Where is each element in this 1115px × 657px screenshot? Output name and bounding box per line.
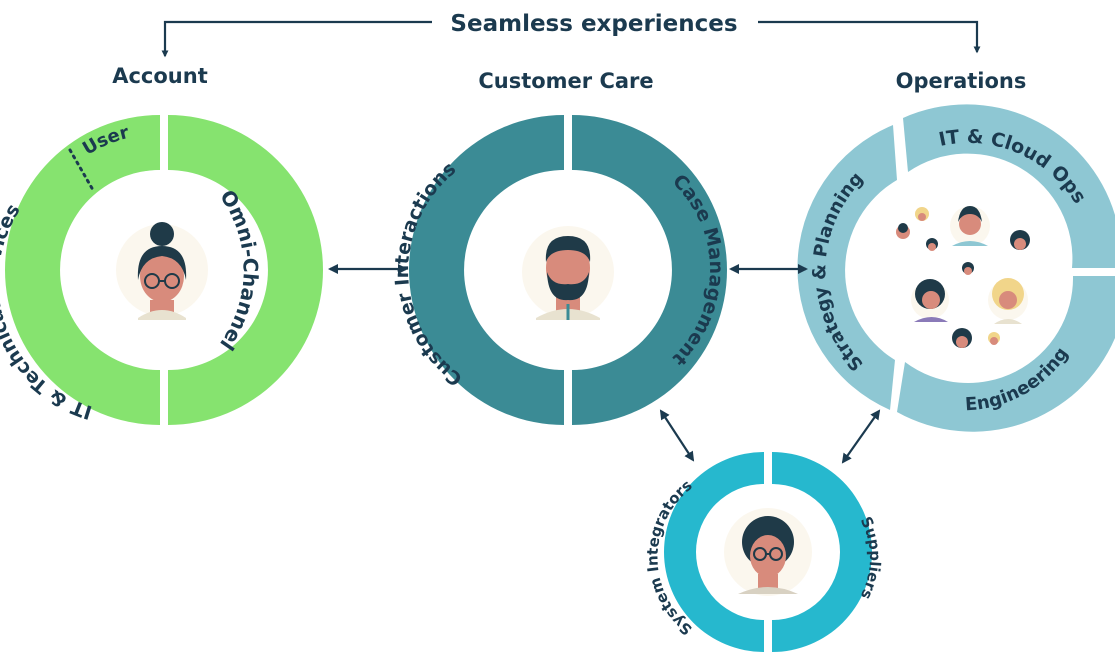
account-right-ring [168,115,323,425]
care-right-ring [572,115,727,425]
operations-circle: IT & Cloud Ops Strategy & Planning Engin… [797,104,1115,432]
account-left-ring [5,115,160,425]
team-member-icon [915,207,929,221]
seamless-experiences-connector [161,20,981,58]
system-integrators-ring [664,452,764,652]
ops-engineering-ring [897,276,1115,432]
customer-care-circle: Customer Interactions Case Management [391,115,727,425]
team-member-icon [1010,230,1030,250]
ops-itcloud-ring [903,104,1115,268]
user-divider [68,148,95,192]
account-circle: User Omni-Channel IT & Technical Service… [0,115,323,425]
operations-partners-arrow [841,409,881,464]
care-left-ring [409,115,564,425]
team-group-icon [896,206,1030,348]
team-member-icon [962,262,974,275]
operations-title: Operations [896,69,1027,93]
care-partners-arrow [659,409,695,462]
woman-with-glasses-icon [116,222,208,320]
suppliers-ring [772,452,872,652]
customer-care-title: Customer Care [478,69,653,93]
team-member-icon [911,279,949,322]
team-member-icon [950,206,990,246]
team-member-icon [896,223,910,239]
account-title: Account [112,64,208,88]
team-member-icon [988,332,1000,345]
person-with-glasses-icon [724,508,812,596]
team-member-icon [926,238,938,251]
bearded-man-icon [522,226,614,320]
team-member-icon [952,328,972,348]
header-title: Seamless experiences [450,11,737,37]
ops-strategy-ring [797,125,897,410]
team-member-icon [988,278,1028,324]
partners-circle: System Integrators Suppliers [643,452,884,652]
